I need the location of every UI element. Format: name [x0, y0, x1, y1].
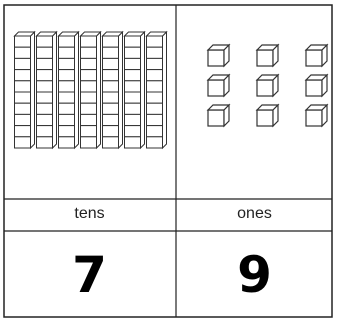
tens-rod [147, 32, 167, 148]
tens-rod [37, 32, 57, 148]
ones-cube [257, 105, 278, 126]
tens-rod [59, 32, 79, 148]
ones-cube [306, 45, 327, 66]
ones-blocks-area [208, 45, 327, 126]
tens-blocks-area [15, 32, 167, 148]
ones-cube [306, 75, 327, 96]
ones-label: ones [176, 200, 333, 228]
ones-cube [208, 45, 229, 66]
ones-cube [208, 105, 229, 126]
ones-cube [257, 75, 278, 96]
tens-label: tens [3, 200, 176, 228]
ones-cube [306, 105, 327, 126]
ones-value: 9 [176, 232, 333, 318]
ones-cube [257, 45, 278, 66]
place-value-chart: tens ones 7 9 [3, 4, 333, 318]
tens-value: 7 [3, 232, 176, 318]
tens-rod [103, 32, 123, 148]
tens-rod [81, 32, 101, 148]
ones-cube [208, 75, 229, 96]
tens-rod [15, 32, 35, 148]
tens-rod [125, 32, 145, 148]
